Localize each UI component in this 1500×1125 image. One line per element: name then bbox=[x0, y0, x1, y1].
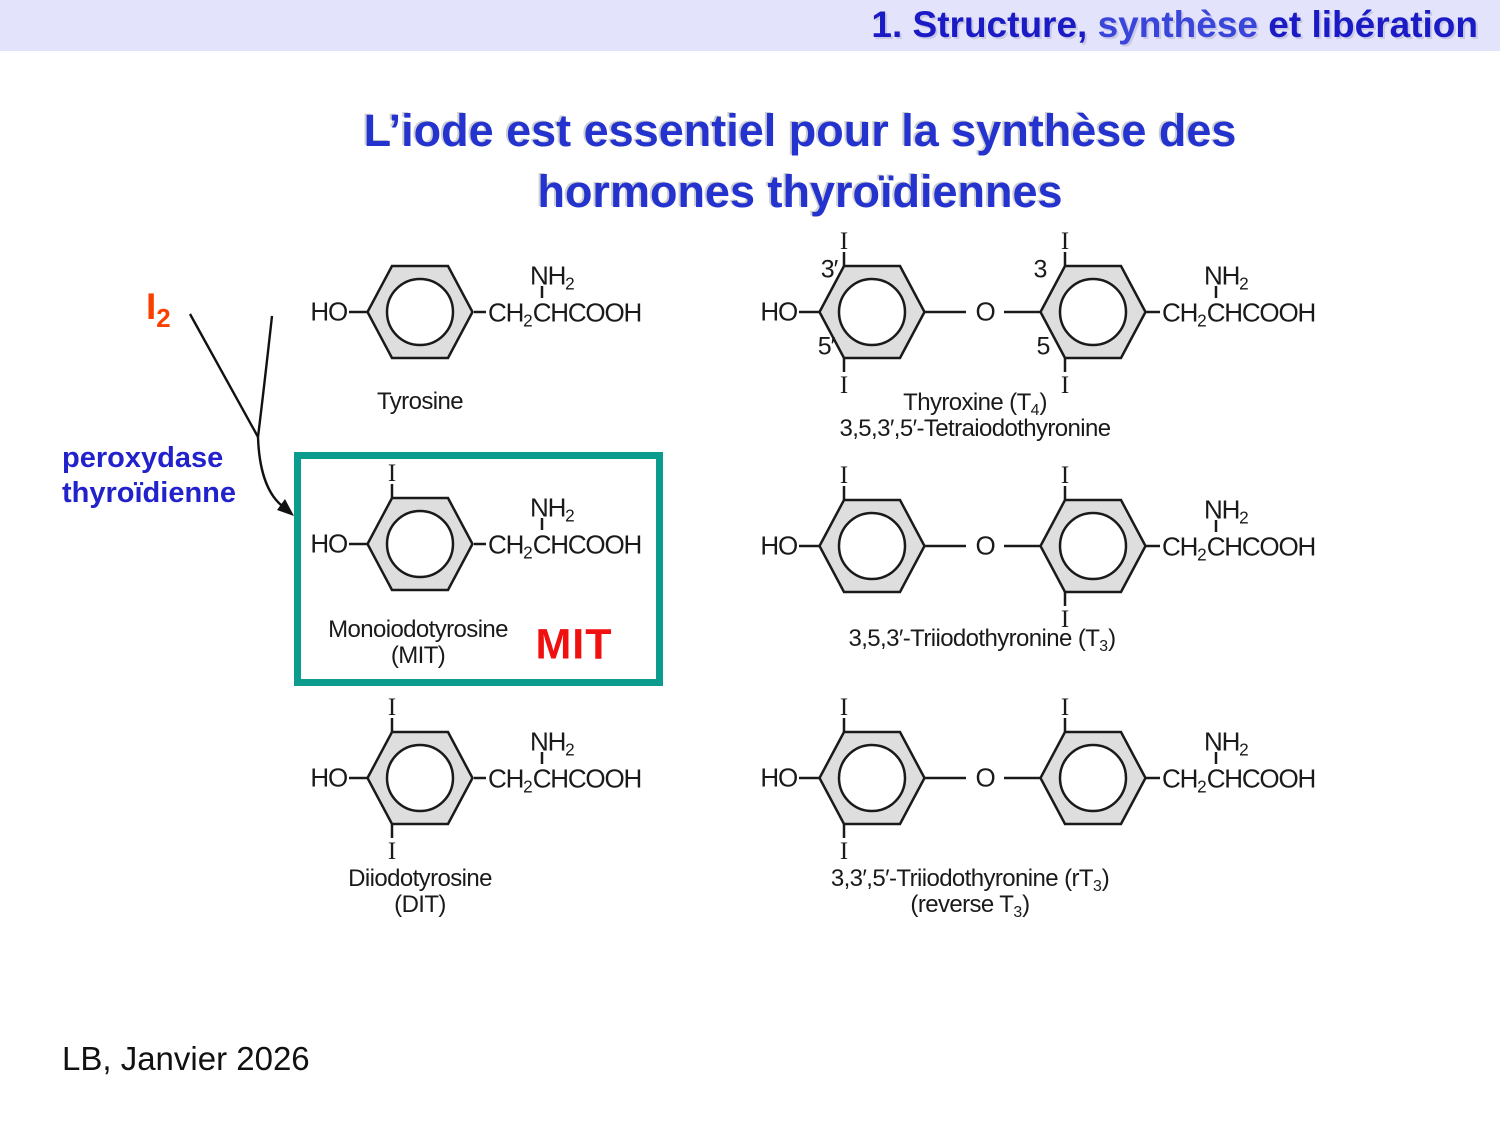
rt3-right-ring bbox=[1039, 730, 1147, 826]
footer-credit: LB, Janvier 2026 bbox=[62, 1040, 310, 1077]
rt3-iodine-label: I bbox=[1060, 694, 1070, 721]
slide-section-banner: 1. Structure, synthèse et libération bbox=[0, 0, 1500, 51]
t4-iodine-label: I bbox=[839, 228, 849, 255]
tyrosine-ring bbox=[366, 264, 474, 360]
dit-abbr: (DIT) bbox=[394, 891, 446, 918]
t4-position-3prime: 3′ bbox=[820, 255, 839, 284]
t4-amine-label: NH2 bbox=[1204, 260, 1249, 294]
rt3-alt-name: (reverse T3) bbox=[910, 891, 1030, 921]
t3-left-ring bbox=[818, 498, 926, 594]
t4-position-3: 3 bbox=[1033, 255, 1048, 284]
rt3-amine-label: NH2 bbox=[1204, 726, 1249, 760]
t4-position-5prime: 5′ bbox=[817, 332, 836, 361]
iodination-line-2 bbox=[256, 315, 274, 438]
iodination-arrowhead bbox=[277, 499, 294, 516]
mit-name: Monoiodotyrosine bbox=[328, 616, 508, 643]
banner-text-part2: synthèse bbox=[1097, 4, 1259, 45]
dit-amine-label: NH2 bbox=[530, 726, 575, 760]
t3-iodine-label: I bbox=[839, 462, 849, 489]
dit-name: Diiodotyrosine bbox=[348, 865, 492, 892]
t4-iodine-label: I bbox=[839, 372, 849, 399]
t4-position-5: 5 bbox=[1036, 332, 1051, 361]
rt3-iodine-label: I bbox=[839, 694, 849, 721]
mit-iodine-top-label: I bbox=[387, 460, 397, 487]
dit-hydroxyl-label: HO bbox=[310, 762, 348, 793]
tyrosine-bonds bbox=[349, 286, 544, 314]
banner-text-part1: 1. Structure, bbox=[871, 4, 1098, 45]
enzyme-label: peroxydase thyroïdienne bbox=[62, 441, 236, 511]
iodination-arrow-curve bbox=[256, 436, 282, 506]
tyrosine-hydroxyl-label: HO bbox=[310, 296, 348, 327]
enzyme-label-line2: thyroïdienne bbox=[62, 477, 237, 509]
mit-highlight-label: MIT bbox=[535, 620, 613, 669]
tyrosine-name: Tyrosine bbox=[377, 388, 464, 415]
mit-sidechain-formula: CH2CHCOOH bbox=[488, 529, 642, 563]
t3-iodine-label: I bbox=[1060, 462, 1070, 489]
t3-sidechain-formula: CH2CHCOOH bbox=[1162, 531, 1316, 565]
t4-iodine-label: I bbox=[1060, 372, 1070, 399]
t4-bonds bbox=[799, 252, 1218, 372]
iodine-reagent-label: I2 bbox=[146, 286, 171, 333]
page-title-line1: L’iode est essentiel pour la synthèse de… bbox=[363, 105, 1237, 156]
rt3-left-ring bbox=[818, 730, 926, 826]
rt3-hydroxyl-label: HO bbox=[760, 762, 798, 793]
t4-sidechain-formula: CH2CHCOOH bbox=[1162, 297, 1316, 331]
t3-right-ring bbox=[1039, 498, 1147, 594]
rt3-iodine-label: I bbox=[839, 838, 849, 865]
t3-iodine-label: I bbox=[1060, 606, 1070, 633]
t4-right-ring bbox=[1039, 264, 1147, 360]
mit-abbr: (MIT) bbox=[390, 642, 446, 669]
t4-hydroxyl-label: HO bbox=[760, 296, 798, 327]
t3-hydroxyl-label: HO bbox=[760, 530, 798, 561]
dit-iodine-bottom-label: I bbox=[387, 838, 397, 865]
t3-ether-oxygen-label: O bbox=[975, 530, 995, 561]
mit-hydroxyl-label: HO bbox=[310, 528, 348, 559]
mit-amine-label: NH2 bbox=[530, 492, 575, 526]
t3-amine-label: NH2 bbox=[1204, 494, 1249, 528]
rt3-ether-oxygen-label: O bbox=[975, 762, 995, 793]
page-title: L’iode est essentiel pour la synthèse de… bbox=[300, 100, 1300, 222]
dit-ring bbox=[366, 730, 474, 826]
t4-iodine-label: I bbox=[1060, 228, 1070, 255]
dit-iodine-top-label: I bbox=[387, 694, 397, 721]
tyrosine-amine-label: NH2 bbox=[530, 260, 575, 294]
rt3-bonds bbox=[799, 718, 1218, 838]
iodination-line-1 bbox=[188, 313, 260, 438]
page-title-line2: hormones thyroïdiennes bbox=[537, 166, 1063, 217]
enzyme-label-line1: peroxydase bbox=[62, 442, 224, 474]
t3-name: 3,5,3′-Triiodothyronine (T3) bbox=[848, 625, 1116, 655]
rt3-sidechain-formula: CH2CHCOOH bbox=[1162, 763, 1316, 797]
dit-bonds bbox=[349, 718, 544, 838]
tyrosine-sidechain-formula: CH2CHCOOH bbox=[488, 297, 642, 331]
t4-ether-oxygen-label: O bbox=[975, 296, 995, 327]
mit-bonds bbox=[349, 484, 544, 546]
banner-text-part3: et libération bbox=[1258, 4, 1478, 45]
t3-bonds bbox=[799, 486, 1218, 606]
mit-highlight-box bbox=[294, 452, 663, 686]
t4-name: Thyroxine (T4) bbox=[903, 389, 1047, 419]
dit-sidechain-formula: CH2CHCOOH bbox=[488, 763, 642, 797]
t4-alt-name: 3,5,3′,5′-Tetraiodothyronine bbox=[839, 415, 1111, 442]
rt3-name: 3,3′,5′-Triiodothyronine (rT3) bbox=[830, 865, 1110, 895]
